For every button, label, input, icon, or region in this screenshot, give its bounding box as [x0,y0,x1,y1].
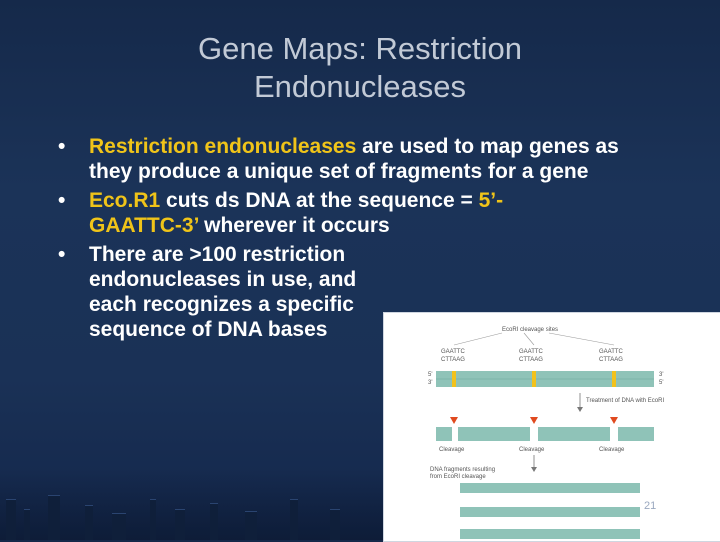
decor-bar [290,499,298,540]
decor-bar [6,499,16,540]
decor-bar [48,495,60,540]
cleavage-label-3: Cleavage [599,447,625,453]
decor-bar [85,505,93,540]
dna-fragment-product [460,529,640,539]
cut-arrow [610,417,618,424]
bullet-2-text-a: cuts ds DNA at the sequence = [160,189,479,212]
decor-bar [112,513,126,540]
ecori-cleavage-figure: EcoRI cleavage sites GAATTC CTTAAG GAATT… [383,312,720,542]
end-3-right: 3' [659,372,663,378]
pointer-line [523,332,535,346]
bullet-marker: • [58,135,66,158]
bullet-1-text: are used to map genes as they produce a … [89,135,619,183]
end-5-left: 5' [428,372,432,378]
fragments-arrowhead [531,467,537,472]
fragments-caption-line-2: from EcoRI cleavage [430,474,486,480]
pointer-line [453,332,503,346]
bullet-1: • Restriction endonucleases are used to … [58,134,658,184]
dna-fragment [458,427,530,441]
cleavage-site-mark [532,371,536,387]
pointer-line [548,332,615,346]
dna-fragment [538,427,610,441]
bullet-marker: • [58,243,66,266]
bullet-3: • There are >100 restriction endonucleas… [58,242,658,342]
site-top-1: GAATTC [441,349,466,355]
bullet-2-sequence-start: 5’- [478,189,504,212]
decor-bar [150,499,156,540]
end-5-right: 5' [659,380,663,386]
dna-fragment-product [460,483,640,493]
cut-arrow [450,417,458,424]
cleavage-label-1: Cleavage [439,447,465,453]
decor-bar [175,509,185,540]
bullet-2: • Eco.R1 cuts ds DNA at the sequence = 5… [58,188,658,238]
bullet-marker: • [58,189,66,212]
bullet-1-highlight: Restriction endonucleases [89,135,357,158]
cleavage-site-mark [452,371,456,387]
figure-caption-top: EcoRI cleavage sites [502,327,558,333]
decor-bar [245,511,257,540]
cleavage-site-mark [612,371,616,387]
bullet-2-highlight: Eco.R1 [89,189,161,212]
ecori-cleavage-diagram: EcoRI cleavage sites GAATTC CTTAAG GAATT… [428,327,664,539]
fragments-caption-line-1: DNA fragments resulting [430,467,495,473]
title-line-2: Endonucleases [254,69,466,104]
site-top-2: GAATTC [519,349,544,355]
decor-bar [210,503,218,540]
slide-title: Gene Maps: Restriction Endonucleases [60,30,660,106]
site-bottom-3: CTTAAG [599,357,623,363]
dna-fragment [618,427,654,441]
site-bottom-2: CTTAAG [519,357,543,363]
dna-fragment [436,427,452,441]
bullet-list: • Restriction endonucleases are used to … [58,134,658,346]
bullet-2-sequence-end: GAATTC-3’ [89,214,199,237]
decor-bar [330,509,340,540]
decor-bar [24,509,30,540]
site-bottom-1: CTTAAG [441,357,465,363]
treatment-label: Treatment of DNA with EcoRI [586,398,664,404]
cleavage-label-2: Cleavage [519,447,545,453]
end-3-left: 3' [428,380,432,386]
treatment-arrowhead [577,407,583,412]
cut-arrow [530,417,538,424]
title-line-1: Gene Maps: Restriction [198,31,522,66]
page-number: 21 [644,500,657,512]
bullet-2-text-b: wherever it occurs [198,214,390,237]
site-top-3: GAATTC [599,349,624,355]
dna-fragment-product [460,507,640,517]
bullet-3-text: There are >100 restriction endonucleases… [89,243,357,341]
